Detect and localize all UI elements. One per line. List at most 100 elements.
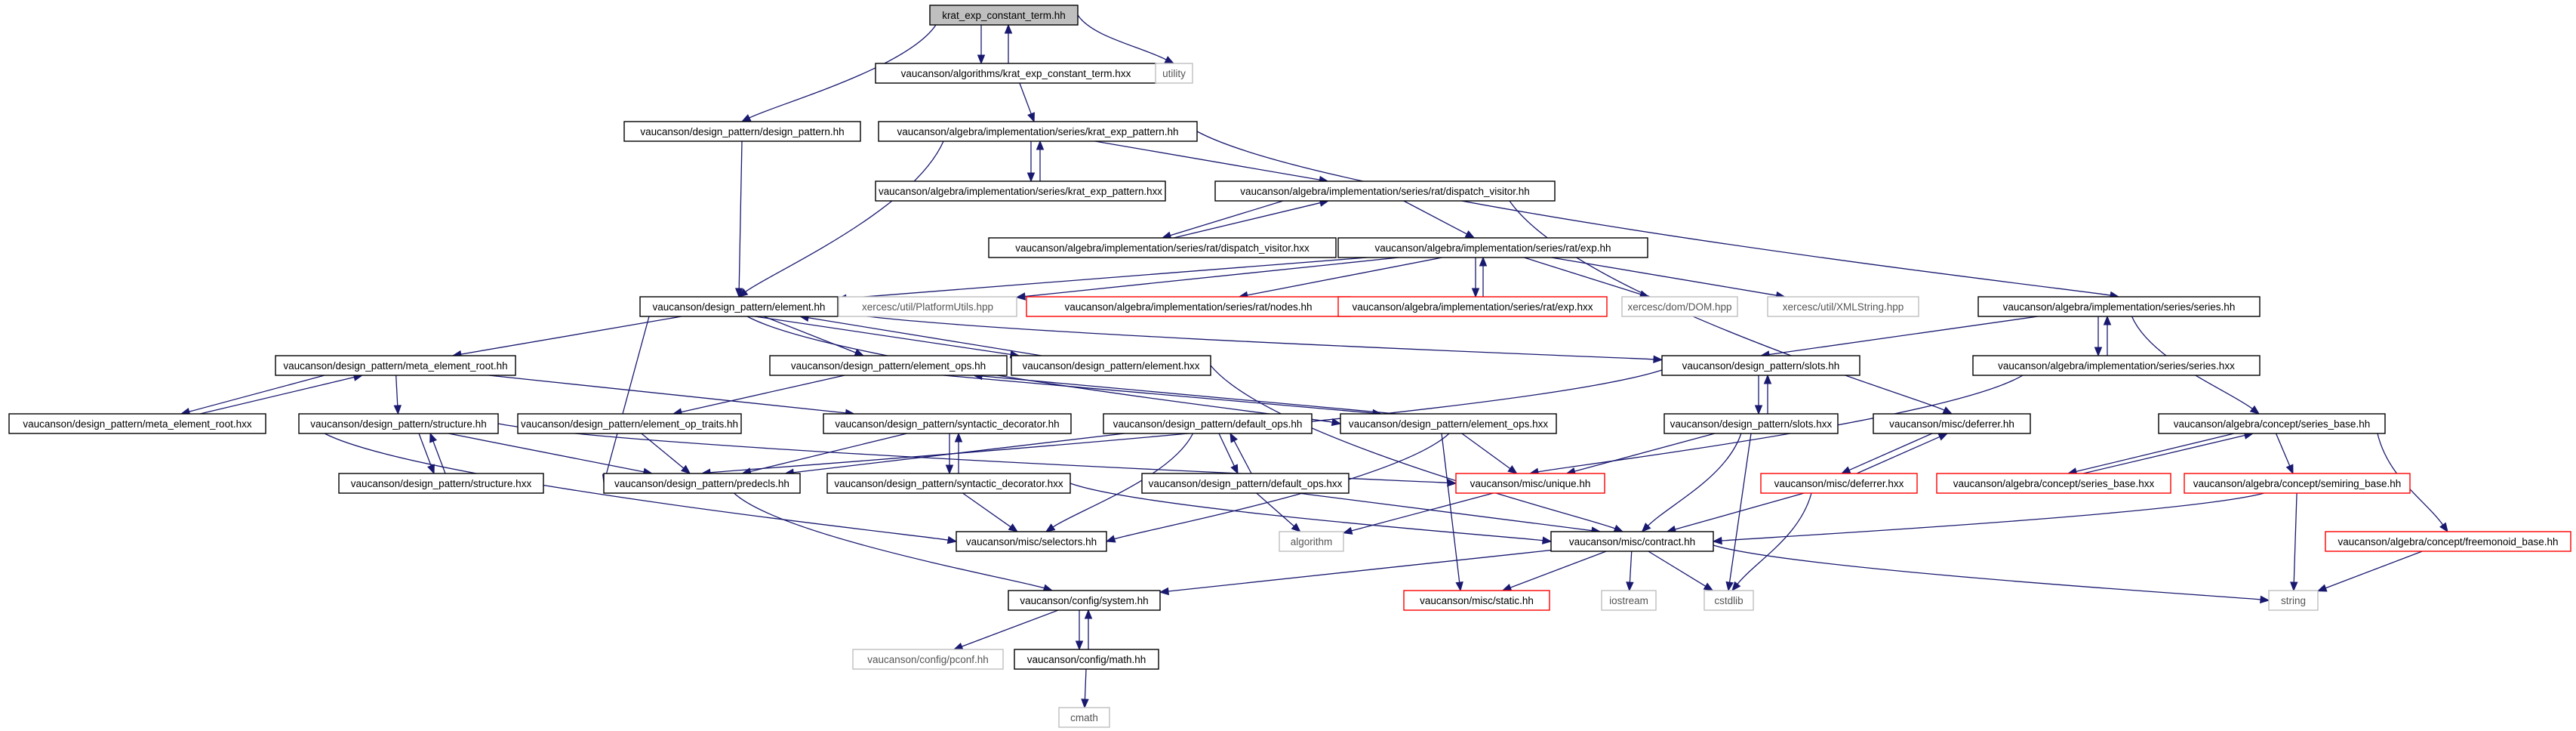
- node-slots-hh[interactable]: vaucanson/design_pattern/slots.hh: [1661, 355, 1860, 376]
- edge-element_hh-to-predecls: [602, 316, 650, 485]
- node-element-hh[interactable]: vaucanson/design_pattern/element.hh: [639, 296, 839, 317]
- edge-line: [749, 24, 937, 119]
- edge-series_hxx-to-series_hh: [2103, 315, 2112, 356]
- edge-exp_hh-to-exp_hxx: [1471, 258, 1480, 298]
- node-xmlstring: xercesc/util/XMLString.hpp: [1767, 296, 1919, 317]
- edge-line: [1713, 544, 2261, 600]
- node-deferrer-hh[interactable]: vaucanson/misc/deferrer.hh: [1873, 413, 2031, 434]
- node-series-hh[interactable]: vaucanson/algebra/implementation/series/…: [1977, 296, 2261, 317]
- node-unique[interactable]: vaucanson/misc/unique.hh: [1455, 473, 1605, 494]
- edge-deferrer_hh-to-deferrer_hxx: [1840, 433, 1933, 474]
- edge-kep_hh-to-kep_hxx: [1026, 141, 1036, 183]
- edge-arrowhead: [1105, 535, 1116, 543]
- node-box: [1936, 473, 2171, 494]
- node-meta-hxx[interactable]: vaucanson/design_pattern/meta_element_ro…: [8, 413, 266, 434]
- node-dv-hxx[interactable]: vaucanson/algebra/implementation/series/…: [988, 237, 1337, 258]
- node-kep-hxx[interactable]: vaucanson/algebra/implementation/series/…: [875, 180, 1166, 202]
- edge-arrowhead: [1045, 523, 1056, 532]
- edge-line: [448, 433, 645, 473]
- node-label: vaucanson/misc/contract.hh: [1569, 536, 1695, 547]
- edge-line: [1537, 375, 2024, 473]
- edge-arrowhead: [1626, 581, 1634, 592]
- node-label: algorithm: [1291, 536, 1333, 547]
- node-predecls[interactable]: vaucanson/design_pattern/predecls.hh: [603, 473, 801, 494]
- edge-line: [750, 433, 907, 473]
- node-exp-hxx[interactable]: vaucanson/algebra/implementation/series/…: [1337, 296, 1608, 317]
- node-series-hxx[interactable]: vaucanson/algebra/implementation/series/…: [1972, 355, 2261, 376]
- edge-deferrer_hxx-to-contract: [1666, 492, 1805, 533]
- edge-system-to-math: [1075, 610, 1084, 651]
- node-math[interactable]: vaucanson/config/math.hh: [1014, 649, 1159, 670]
- node-box: [1155, 63, 1193, 84]
- edge-line: [432, 441, 446, 474]
- node-label: vaucanson/misc/deferrer.hh: [1889, 418, 2014, 430]
- edge-structure_hxx-to-structure_hh: [429, 432, 446, 474]
- node-eoptraits[interactable]: vaucanson/design_pattern/element_op_trai…: [517, 413, 742, 434]
- edge-arrowhead: [1613, 524, 1624, 532]
- node-krat-hxx[interactable]: vaucanson/algorithms/krat_exp_constant_t…: [875, 63, 1157, 84]
- node-box: [1663, 413, 1839, 434]
- edge-arrowhead: [2439, 522, 2448, 533]
- node-structure-hxx[interactable]: vaucanson/design_pattern/structure.hxx: [338, 473, 544, 494]
- node-eops-hxx[interactable]: vaucanson/design_pattern/element_ops.hxx: [1340, 413, 1557, 434]
- node-design-pattern[interactable]: vaucanson/design_pattern/design_pattern.…: [623, 121, 861, 142]
- edge-root-to-utility: [1077, 14, 1175, 64]
- node-element-hxx[interactable]: vaucanson/design_pattern/element.hxx: [1011, 355, 1211, 376]
- node-label: vaucanson/algebra/implementation/series/…: [1065, 301, 1313, 313]
- node-defops-hxx[interactable]: vaucanson/design_pattern/default_ops.hxx: [1141, 473, 1350, 494]
- node-label: vaucanson/design_pattern/element_op_trai…: [521, 418, 738, 430]
- edge-line: [1196, 131, 2111, 296]
- node-semiring[interactable]: vaucanson/algebra/concept/semiring_base.…: [2184, 473, 2411, 494]
- node-cstdlib: cstdlib: [1703, 590, 1754, 611]
- node-syndec-hxx[interactable]: vaucanson/design_pattern/syntactic_decor…: [826, 473, 1071, 494]
- node-dv-hh[interactable]: vaucanson/algebra/implementation/series/…: [1214, 180, 1556, 202]
- edge-arrowhead: [1725, 581, 1734, 592]
- node-defops-hh[interactable]: vaucanson/design_pattern/default_ops.hh: [1103, 413, 1313, 434]
- node-box: [2325, 531, 2571, 552]
- node-deferrer-hxx[interactable]: vaucanson/misc/deferrer.hxx: [1760, 473, 1918, 494]
- node-label: vaucanson/design_pattern/syntactic_decor…: [835, 418, 1059, 430]
- node-label: vaucanson/algebra/implementation/series/…: [1240, 186, 1529, 197]
- node-selectors[interactable]: vaucanson/misc/selectors.hh: [956, 531, 1107, 552]
- node-label: vaucanson/algebra/implementation/series/…: [1375, 242, 1611, 254]
- edge-line: [1094, 140, 1320, 180]
- edge-line: [709, 369, 1663, 473]
- node-exp-hh[interactable]: vaucanson/algebra/implementation/series/…: [1337, 237, 1648, 258]
- node-slots-hxx[interactable]: vaucanson/design_pattern/slots.hxx: [1663, 413, 1839, 434]
- edge-deferrer_hxx-to-cstdlib: [1731, 492, 1812, 592]
- edge-arrowhead: [740, 114, 752, 122]
- edge-arrowhead: [953, 643, 964, 650]
- node-label: vaucanson/config/system.hh: [1020, 595, 1148, 606]
- edge-syndec_hh-to-syndec_hxx: [945, 433, 954, 475]
- edge-deferrer_hxx-to-deferrer_hh: [1856, 433, 1949, 474]
- edge-exp_hh-to-platform: [1015, 257, 1399, 301]
- node-kep-hh[interactable]: vaucanson/algebra/implementation/series/…: [878, 121, 1198, 142]
- node-series-base-hxx[interactable]: vaucanson/algebra/concept/series_base.hx…: [1936, 473, 2171, 494]
- node-structure-hh[interactable]: vaucanson/design_pattern/structure.hh: [298, 413, 499, 434]
- edge-meta_hh-to-syndec_hh: [488, 375, 855, 418]
- node-label: vaucanson/design_pattern/slots.hh: [1682, 360, 1840, 372]
- edge-arrowhead: [1501, 584, 1513, 591]
- edge-slots_hxx-to-slots_hh: [1763, 374, 1772, 414]
- node-syndec-hh[interactable]: vaucanson/design_pattern/syntactic_decor…: [823, 413, 1072, 434]
- node-label: vaucanson/misc/unique.hh: [1470, 478, 1591, 489]
- node-label: vaucanson/algebra/implementation/series/…: [879, 186, 1162, 197]
- node-box: [1141, 473, 1350, 494]
- edge-line: [1648, 551, 1707, 587]
- node-nodes-hh[interactable]: vaucanson/algebra/implementation/series/…: [1026, 296, 1351, 317]
- edge-series_hh-to-series_hxx: [2094, 316, 2103, 357]
- node-eops-hh[interactable]: vaucanson/design_pattern/element_ops.hh: [769, 355, 1008, 376]
- node-series-base-hh[interactable]: vaucanson/algebra/concept/series_base.hh: [2158, 413, 2386, 434]
- edge-arrowhead: [1008, 523, 1019, 532]
- edge-arrowhead: [1464, 230, 1476, 239]
- node-box: [878, 121, 1198, 142]
- node-root[interactable]: krat_exp_constant_term.hh: [929, 5, 1079, 26]
- node-contract[interactable]: vaucanson/misc/contract.hh: [1550, 531, 1714, 552]
- node-static[interactable]: vaucanson/misc/static.hh: [1403, 590, 1550, 611]
- edge-line: [1114, 433, 1450, 540]
- node-freemonoid[interactable]: vaucanson/algebra/concept/freemonoid_bas…: [2325, 531, 2571, 552]
- edge-dv_hh-to-exp_hh: [1403, 200, 1476, 239]
- edge-arrowhead: [945, 464, 954, 475]
- node-system[interactable]: vaucanson/config/system.hh: [1008, 590, 1161, 611]
- node-meta-hh[interactable]: vaucanson/design_pattern/meta_element_ro…: [275, 355, 516, 376]
